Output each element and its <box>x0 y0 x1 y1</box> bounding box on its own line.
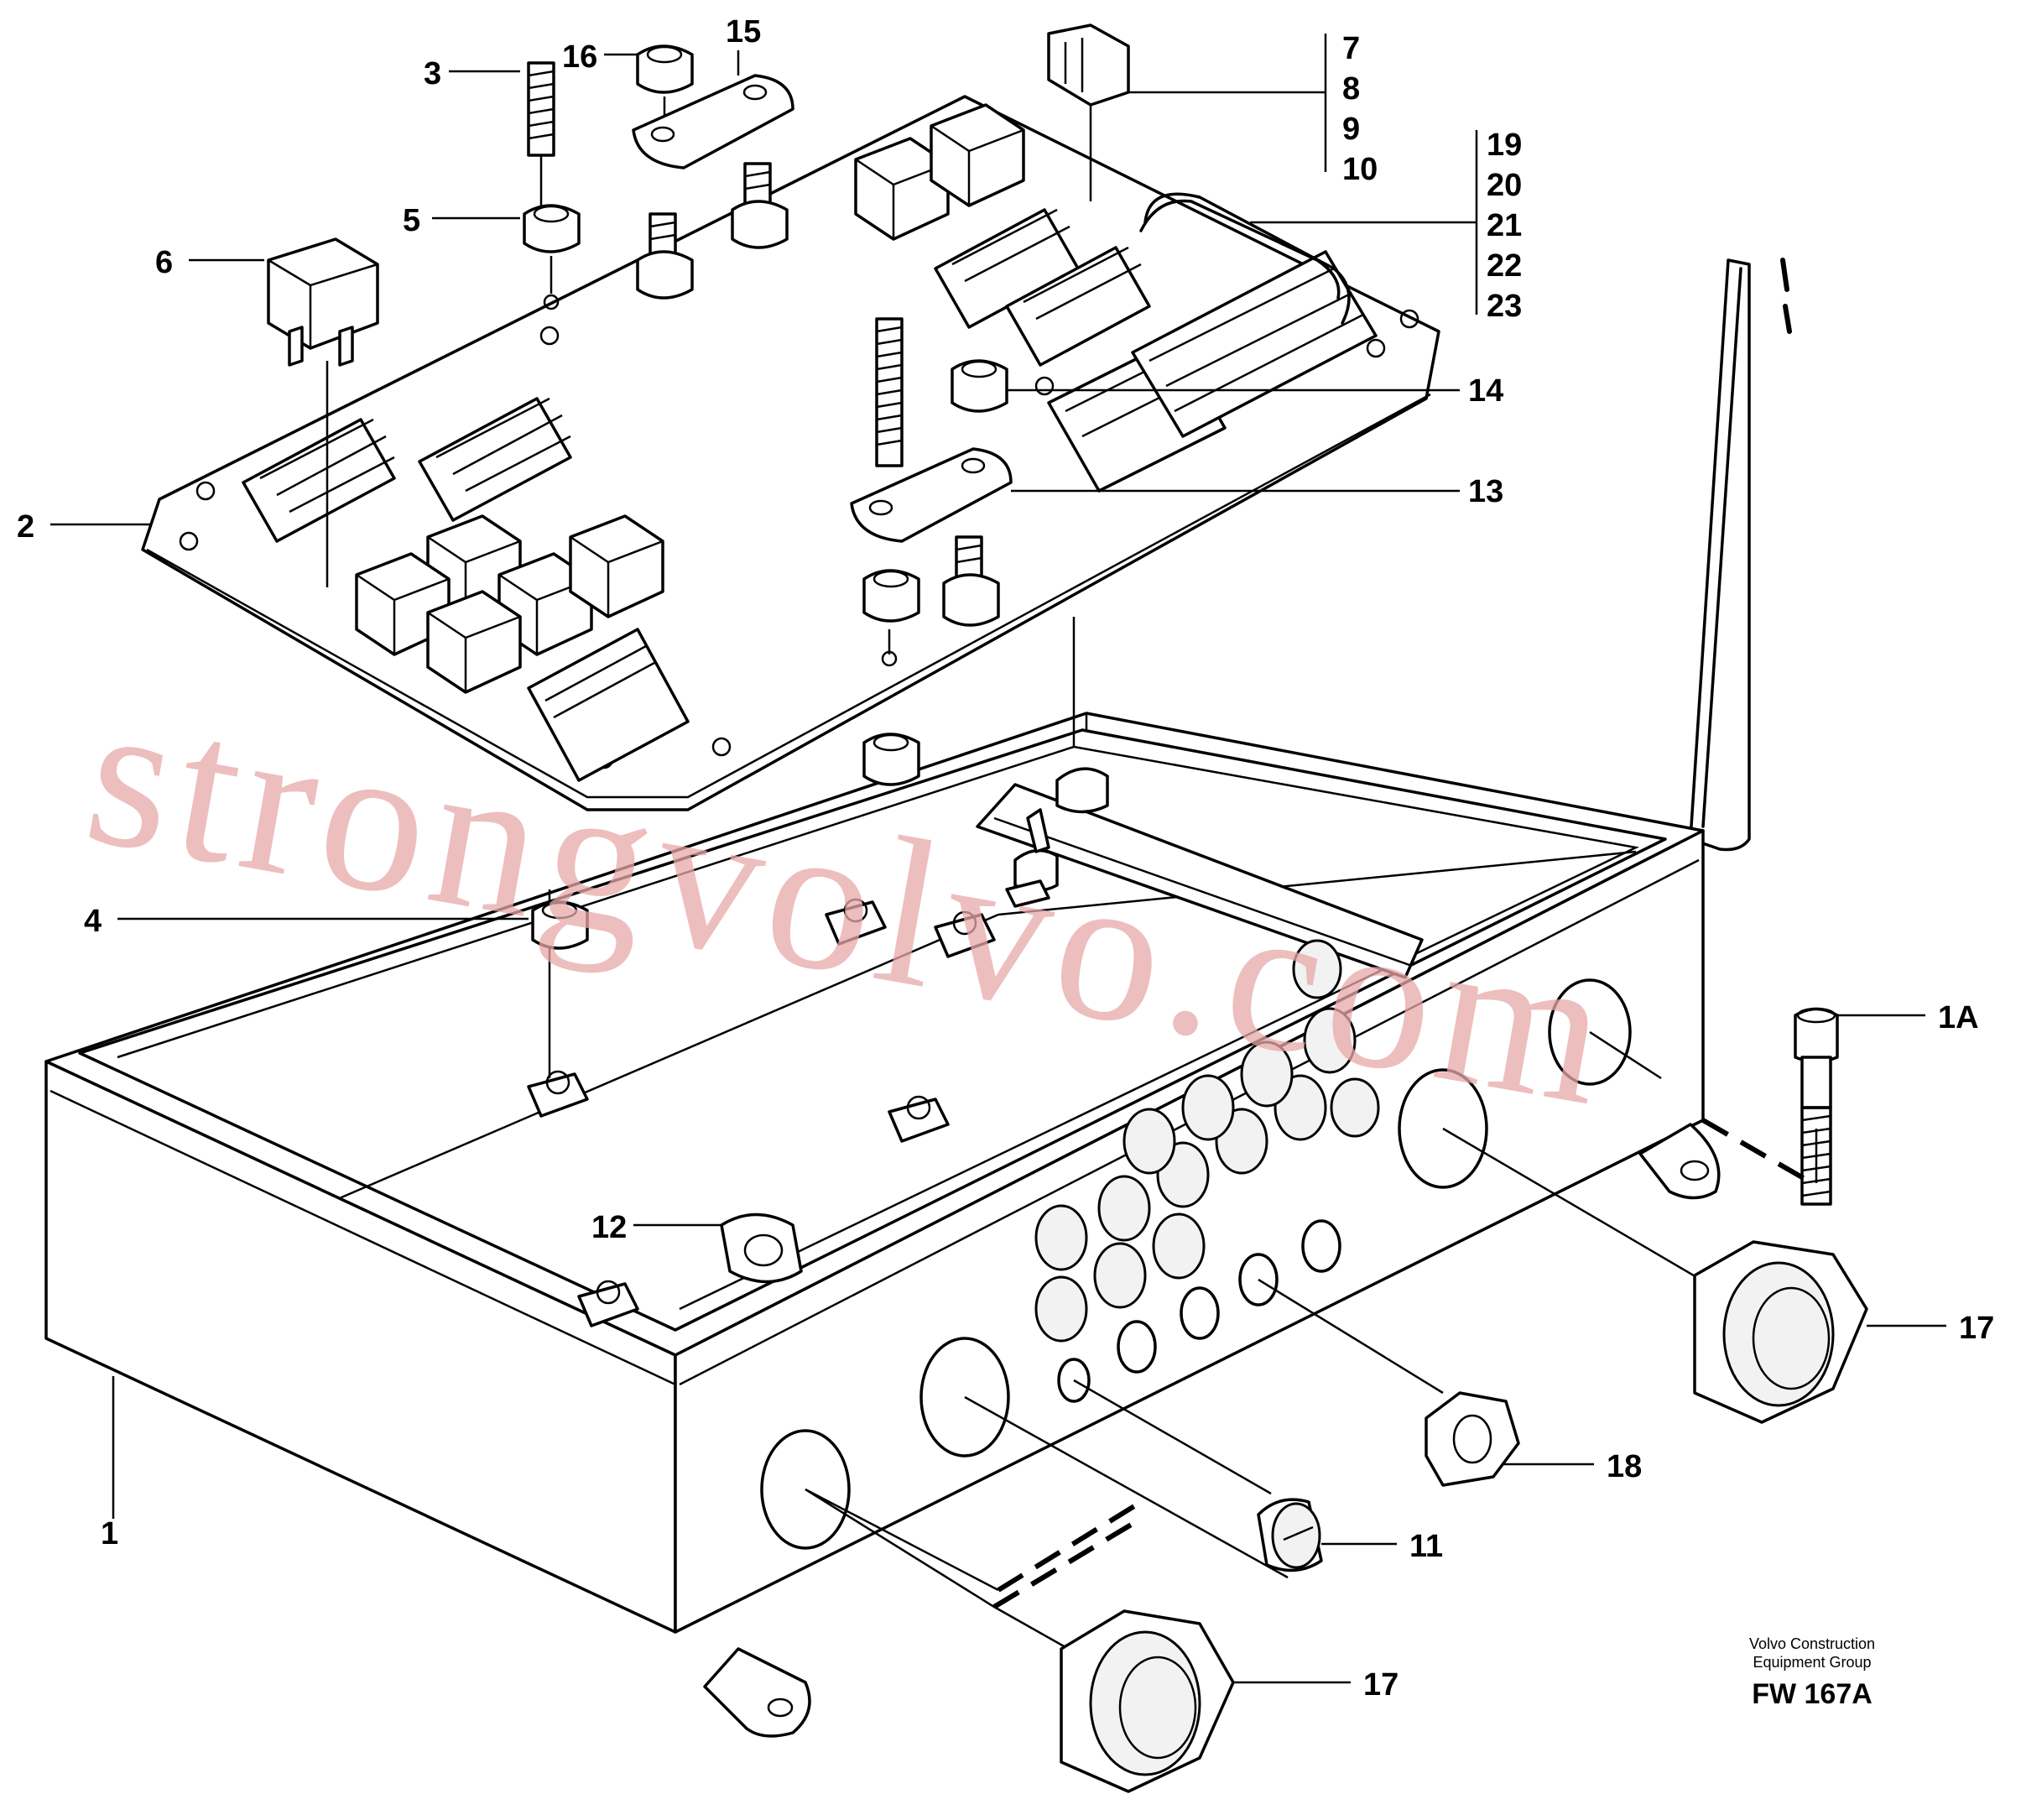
assembly-lines <box>548 617 1818 1663</box>
callout-8: 8 <box>1342 71 1360 107</box>
callout-2: 2 <box>17 509 34 545</box>
plate-part-15 <box>632 74 794 300</box>
floor-nut-plates <box>527 879 1050 1327</box>
nut-part-5 <box>523 204 581 310</box>
figure-id: FW 167A <box>1752 1678 1873 1710</box>
callout-9: 9 <box>1342 112 1360 147</box>
nut-part-4 <box>531 900 589 950</box>
large-nut-part-17-bottom <box>1060 1609 1351 1793</box>
large-nut-part-17-right <box>1693 1240 1946 1424</box>
plug-part-11 <box>1257 1498 1397 1572</box>
cable-glands <box>760 939 1632 1550</box>
credit-line-2: Equipment Group <box>1753 1654 1871 1671</box>
nut-part-18 <box>1425 1391 1594 1487</box>
callout-3: 3 <box>424 56 441 91</box>
callout-10: 10 <box>1342 152 1378 187</box>
callout-1: 1 <box>101 1516 118 1551</box>
callout-16: 16 <box>562 39 597 75</box>
stud-part-3 <box>527 61 555 206</box>
callout-numbers: 3 16 15 5 6 2 7 8 9 10 19 20 21 22 23 14… <box>17 14 1994 1703</box>
mounting-rail <box>976 767 1424 979</box>
callout-20: 20 <box>1487 168 1522 203</box>
callout-23: 23 <box>1487 289 1522 324</box>
callout-4: 4 <box>84 904 102 939</box>
wire-part-19-23 <box>1139 199 1477 300</box>
callout-13: 13 <box>1468 474 1503 509</box>
callout-19: 19 <box>1487 128 1522 163</box>
callout-11: 11 <box>1409 1529 1443 1564</box>
box-lid <box>1689 258 1792 852</box>
callout-14: 14 <box>1468 373 1503 409</box>
bolt-part-1a <box>1794 1007 1925 1206</box>
parts-13-14 <box>850 317 1460 786</box>
credit-line-1: Volvo Construction <box>1749 1635 1875 1652</box>
fuse-blocks <box>242 208 1151 543</box>
figure-credit: Volvo Construction Equipment Group FW 16… <box>1749 1635 1875 1710</box>
callout-18: 18 <box>1607 1449 1642 1484</box>
callout-6: 6 <box>155 245 173 280</box>
callout-22: 22 <box>1487 248 1522 284</box>
callout-15: 15 <box>726 14 761 50</box>
callout-12: 12 <box>591 1210 627 1245</box>
nut-part-16 <box>636 44 694 122</box>
fuse-part-7-10 <box>1047 23 1326 201</box>
callout-1a: 1A <box>1938 1000 1979 1035</box>
relay-part-6 <box>267 237 379 587</box>
callout-17-right: 17 <box>1959 1311 1994 1346</box>
board-relays <box>355 103 1025 694</box>
callout-17-bottom: 17 <box>1363 1667 1399 1703</box>
callout-7: 7 <box>1342 31 1360 66</box>
callout-5: 5 <box>403 203 420 238</box>
nut-part-12 <box>720 1212 803 1284</box>
callout-leaders <box>50 34 1478 1519</box>
callout-21: 21 <box>1487 208 1522 243</box>
